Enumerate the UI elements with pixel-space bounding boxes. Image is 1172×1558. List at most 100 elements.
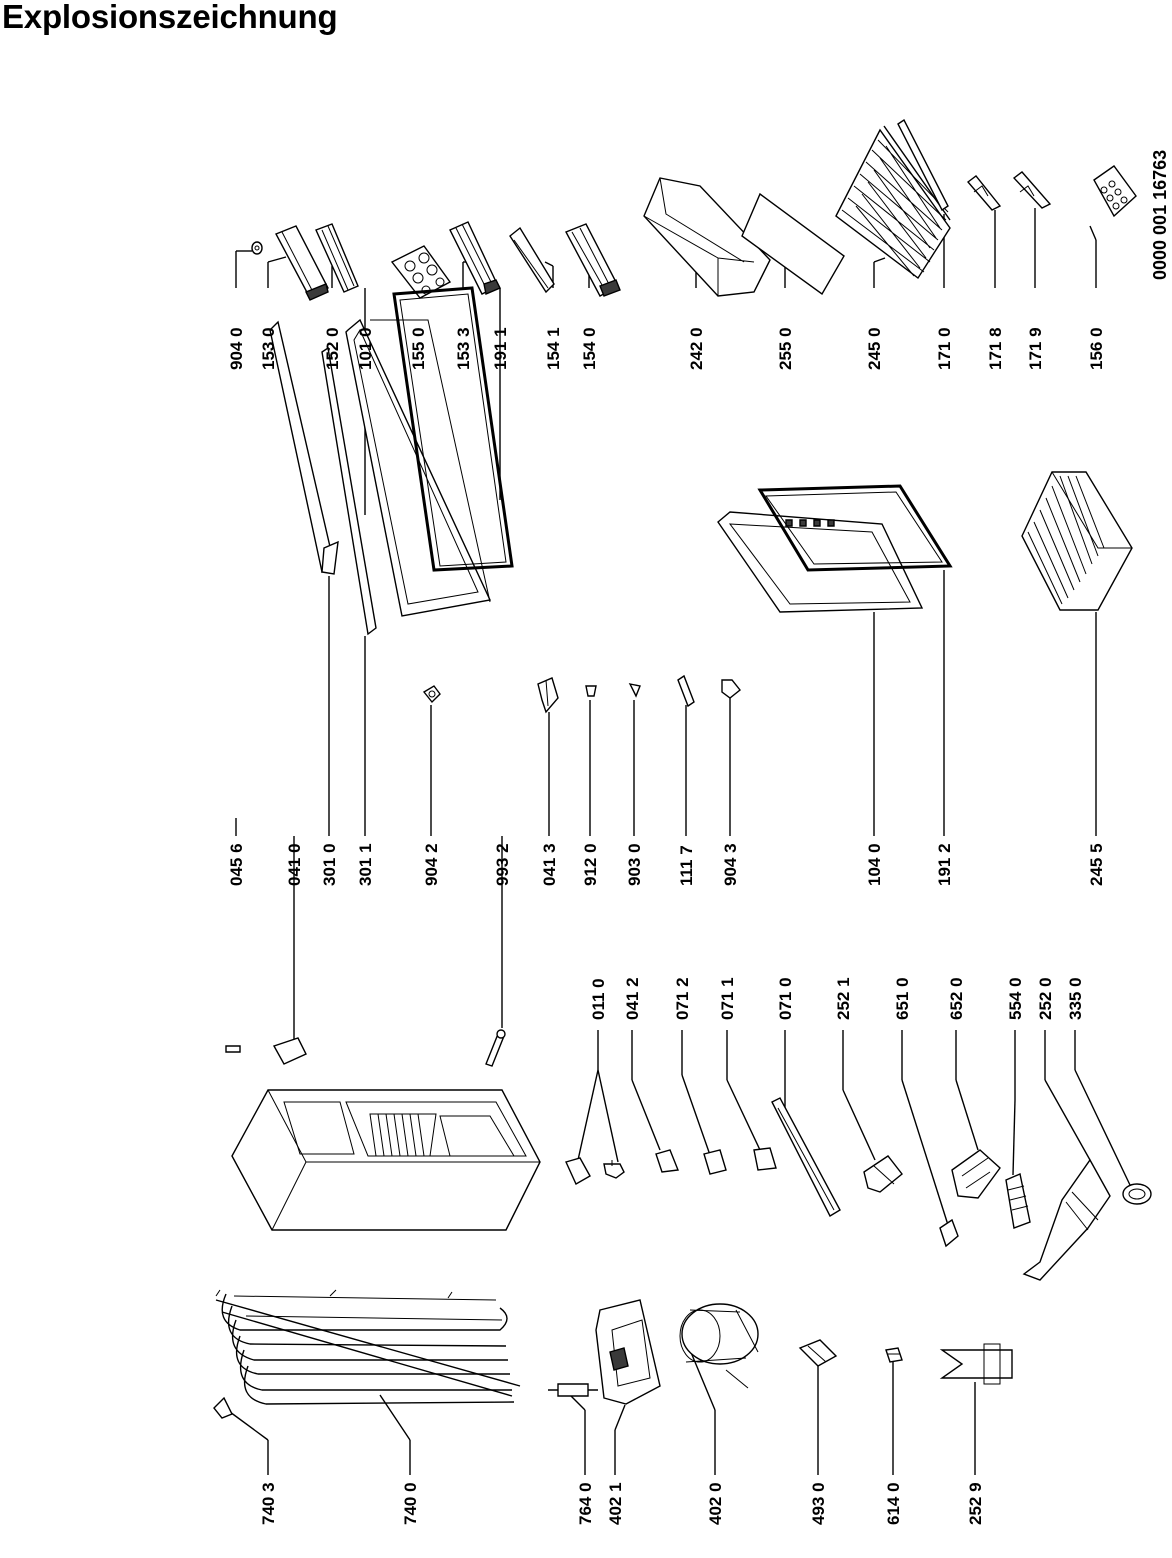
freezer-basket-part xyxy=(1021,471,1133,611)
cabinet-part xyxy=(231,1089,541,1231)
part-illustrations xyxy=(213,118,1152,1419)
thermostat-part xyxy=(863,1155,903,1193)
part-label: 171 9 xyxy=(1026,327,1045,370)
screw-part xyxy=(485,1029,506,1067)
control-part xyxy=(951,1149,1001,1199)
page-title: Explosionszeichnung xyxy=(2,0,338,35)
part-label: 156 0 xyxy=(1087,327,1106,370)
part-label: 153 3 xyxy=(454,327,473,370)
bracket-part xyxy=(655,1149,679,1173)
part-label: 651 0 xyxy=(893,977,912,1020)
part-label: 614 0 xyxy=(884,1482,903,1525)
part-label: 245 5 xyxy=(1087,843,1106,886)
door-shelf-part xyxy=(275,225,329,301)
door-shelf-part xyxy=(315,223,359,293)
lamp-part xyxy=(939,1218,959,1248)
ice-tray-part xyxy=(1093,165,1137,218)
part-label: 152 0 xyxy=(323,327,342,370)
part-label: 245 0 xyxy=(865,327,884,370)
cover-part xyxy=(1122,1183,1152,1205)
part-label: 101 0 xyxy=(356,327,375,370)
part-label: 904 2 xyxy=(422,843,441,886)
bracket-part xyxy=(1012,171,1052,209)
egg-tray-part xyxy=(390,245,452,299)
door-gasket-part xyxy=(392,286,514,572)
freezer-gasket-part xyxy=(757,484,953,572)
clip-part xyxy=(753,1147,777,1171)
clip-part xyxy=(213,1396,233,1419)
part-label: 904 3 xyxy=(721,843,740,886)
part-label: 242 0 xyxy=(687,327,706,370)
bracket-part xyxy=(703,1149,727,1175)
part-label: 104 0 xyxy=(865,843,884,886)
rod-part xyxy=(548,1383,598,1397)
part-label: 402 0 xyxy=(706,1482,725,1525)
screw-part xyxy=(603,1160,625,1179)
door-strip-part xyxy=(321,346,377,636)
nut-part xyxy=(885,1347,903,1363)
part-label: 252 9 xyxy=(966,1482,985,1525)
part-labels: 904 0 153 0 152 0 101 0 155 0 153 3 191 … xyxy=(227,327,1106,1525)
part-label: 154 1 xyxy=(544,327,563,370)
door-shelf-part xyxy=(449,221,501,295)
channel-part xyxy=(771,1097,841,1217)
part-label: 153 0 xyxy=(259,327,278,370)
part-label: 255 0 xyxy=(776,327,795,370)
condenser-coil-part xyxy=(215,1289,521,1405)
door-strip-part xyxy=(269,320,339,575)
part-label: 071 0 xyxy=(776,977,795,1020)
spring-part xyxy=(1005,1173,1031,1229)
part-label: 111 7 xyxy=(677,845,696,886)
hinge-part xyxy=(565,1157,591,1185)
part-label: 041 3 xyxy=(540,843,559,886)
part-label: 154 0 xyxy=(580,327,599,370)
glass-plate-part xyxy=(741,192,845,296)
freezer-door-part xyxy=(717,511,924,613)
pin-part xyxy=(225,1045,241,1053)
door-rack-part xyxy=(509,226,555,294)
part-label: 493 0 xyxy=(809,1482,828,1525)
door-shelf-part xyxy=(565,223,621,297)
part-label: 740 3 xyxy=(259,1482,278,1525)
wire-shelf-part xyxy=(835,125,951,280)
housing-part xyxy=(1022,1158,1111,1281)
part-label: 011 0 xyxy=(589,978,608,1020)
part-label: 041 0 xyxy=(285,843,304,886)
relay-box-part xyxy=(595,1299,661,1405)
cap-part xyxy=(251,241,263,255)
part-label: 252 1 xyxy=(834,977,853,1020)
part-label: 903 0 xyxy=(625,843,644,886)
screw-part xyxy=(585,685,597,697)
part-label: 252 0 xyxy=(1036,977,1055,1020)
part-label: 301 0 xyxy=(320,843,339,886)
part-label: 071 1 xyxy=(718,977,737,1020)
compressor-part xyxy=(679,1303,759,1389)
part-label: 335 0 xyxy=(1066,977,1085,1020)
part-label: 652 0 xyxy=(947,977,966,1020)
crisper-box-part xyxy=(643,177,771,297)
part-label: 402 1 xyxy=(606,1482,625,1525)
fitting-part xyxy=(939,1343,1013,1385)
part-label: 071 2 xyxy=(673,977,692,1020)
part-label: 041 2 xyxy=(623,977,642,1020)
part-label: 904 0 xyxy=(227,327,246,370)
part-label: 764 0 xyxy=(576,1482,595,1525)
part-label: 155 0 xyxy=(409,327,428,370)
clamp-part xyxy=(798,1339,838,1367)
knob-part xyxy=(422,685,441,704)
part-label: 191 2 xyxy=(935,843,954,886)
part-label: 045 6 xyxy=(227,843,246,886)
part-label: 993 2 xyxy=(493,843,512,886)
hinge-part xyxy=(537,677,559,714)
bracket-part xyxy=(966,175,1002,211)
pin-part xyxy=(628,683,641,698)
part-label: 912 0 xyxy=(581,843,600,886)
part-label: 171 8 xyxy=(986,327,1005,370)
document-number: 0000 001 16763 xyxy=(1150,150,1170,280)
part-label: 191 1 xyxy=(491,327,510,370)
part-label: 171 0 xyxy=(935,327,954,370)
shelf-strip-part xyxy=(897,118,949,212)
bracket-part xyxy=(272,1037,307,1065)
part-label: 301 1 xyxy=(356,843,375,886)
